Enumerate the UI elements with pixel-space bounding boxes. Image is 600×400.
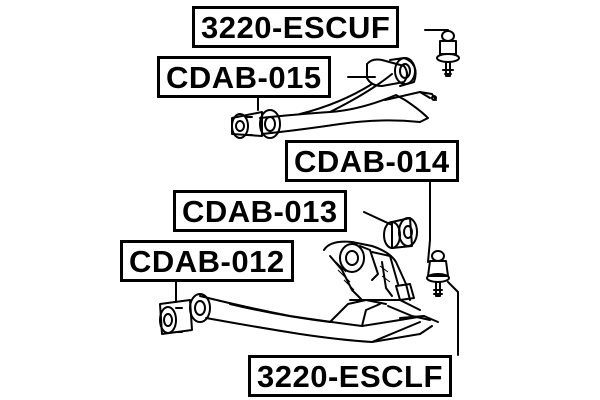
leader-esclf: [447, 281, 459, 356]
leader-014: [427, 181, 431, 263]
upper-ball-joint-drawing: [436, 30, 460, 77]
part-label-lower-arm-bushing-front: CDAB-013: [173, 190, 347, 232]
part-label-upper-arm-bushing: CDAB-015: [157, 56, 331, 98]
lower-arm-drawing: [159, 240, 439, 343]
upper-arm-drawing: [231, 57, 437, 139]
part-label-lower-ball-joint: 3220-ESCLF: [248, 355, 452, 397]
leader-013: [363, 211, 393, 226]
part-label-lower-arm-bushing-main: CDAB-012: [120, 240, 294, 282]
lower-ball-joint-drawing: [426, 250, 450, 297]
lower-front-bushing-drawing: [383, 217, 418, 249]
part-label-upper-ball-joint: 3220-ESCUF: [192, 6, 400, 48]
part-label-lower-arm-bushing-rear: CDAB-014: [285, 140, 459, 182]
